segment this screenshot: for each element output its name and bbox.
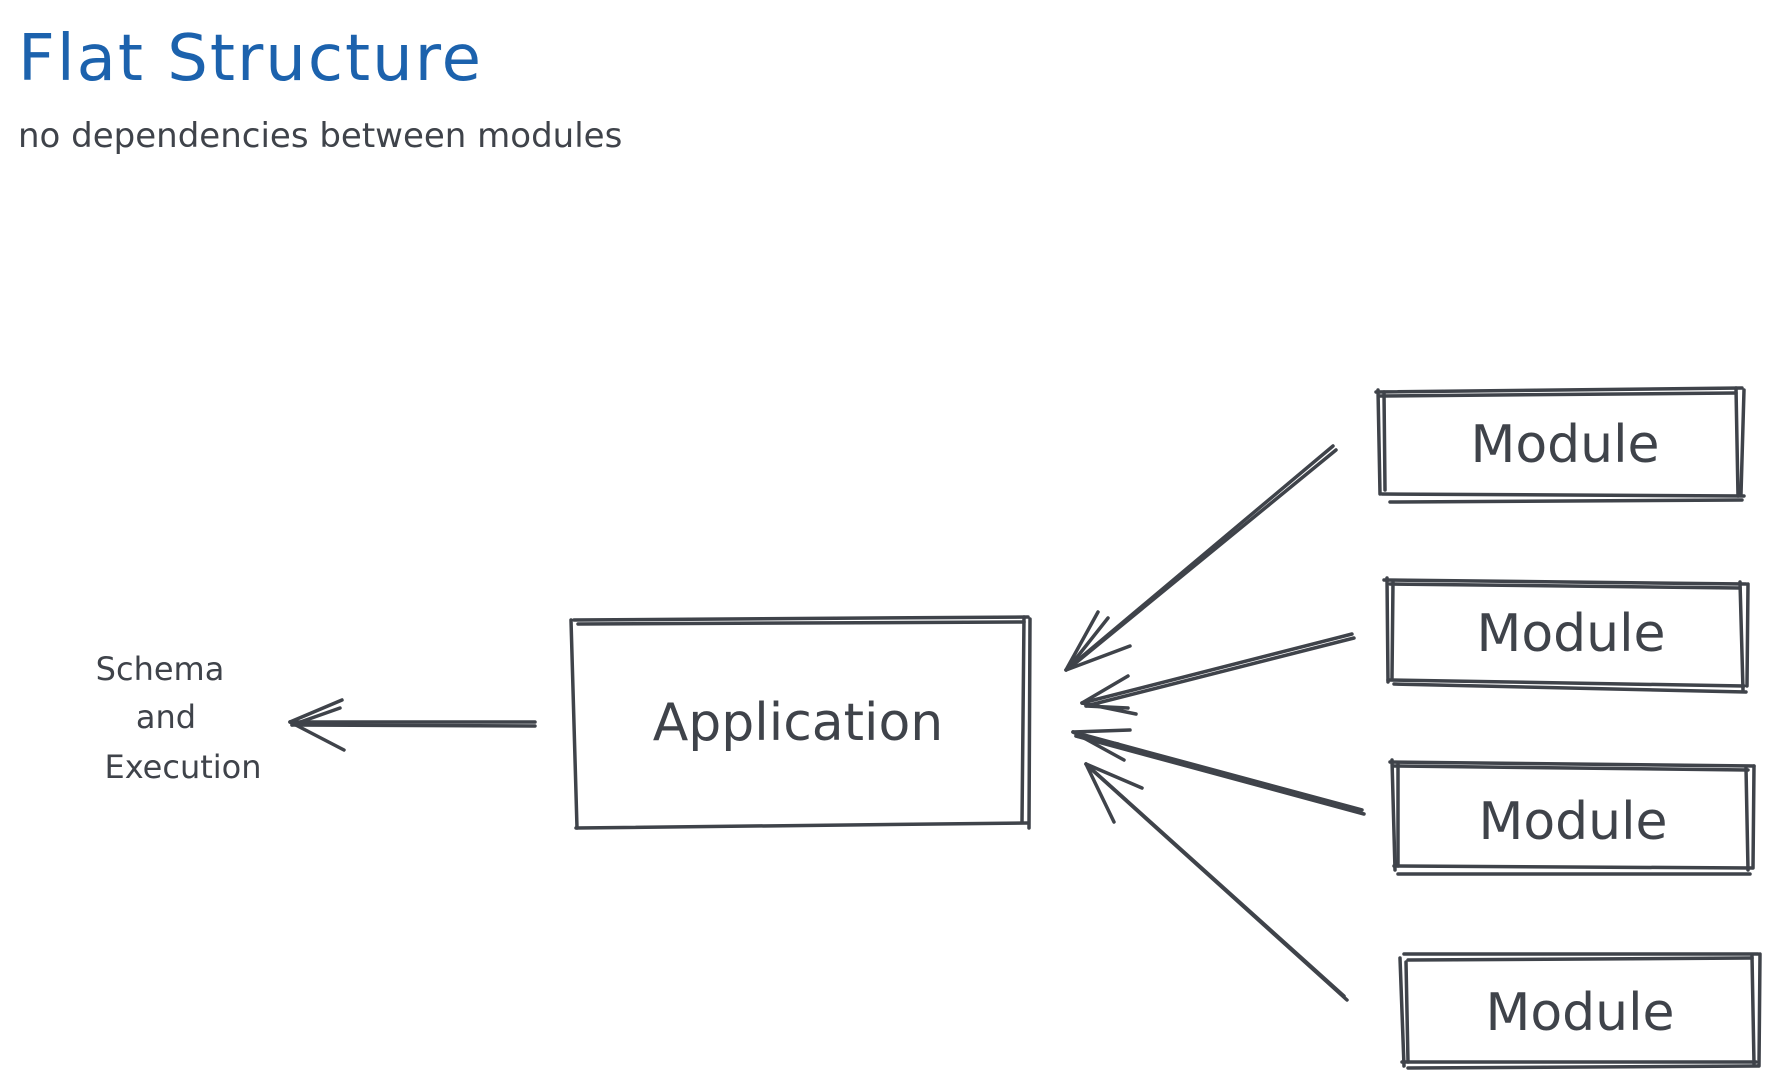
schema-execution-node: Schema and Execution	[96, 650, 262, 786]
application-node: Application	[569, 615, 1032, 830]
module-label-4: Module	[1485, 983, 1674, 1043]
arrow-module-4-to-application	[1084, 762, 1349, 1002]
module-label-1: Module	[1470, 415, 1659, 475]
schema-label-line-2: and	[136, 698, 196, 736]
arrow-module-1-to-application	[1064, 444, 1338, 672]
module-node-2: Module	[1382, 576, 1750, 694]
application-label: Application	[653, 693, 944, 753]
module-node-4: Module	[1398, 952, 1762, 1070]
schema-label-line-1: Schema	[96, 650, 225, 688]
page-subtitle: no dependencies between modules	[18, 116, 622, 156]
schema-label-line-3: Execution	[104, 748, 261, 786]
module-label-2: Module	[1476, 604, 1665, 664]
module-node-1: Module	[1374, 386, 1746, 504]
page-title: Flat Structure	[18, 22, 483, 96]
module-node-3: Module	[1388, 758, 1756, 876]
arrow-application-to-schema	[288, 698, 537, 752]
arrow-module-2-to-application	[1080, 632, 1356, 716]
arrow-module-3-to-application	[1071, 728, 1366, 816]
module-label-3: Module	[1478, 792, 1667, 852]
